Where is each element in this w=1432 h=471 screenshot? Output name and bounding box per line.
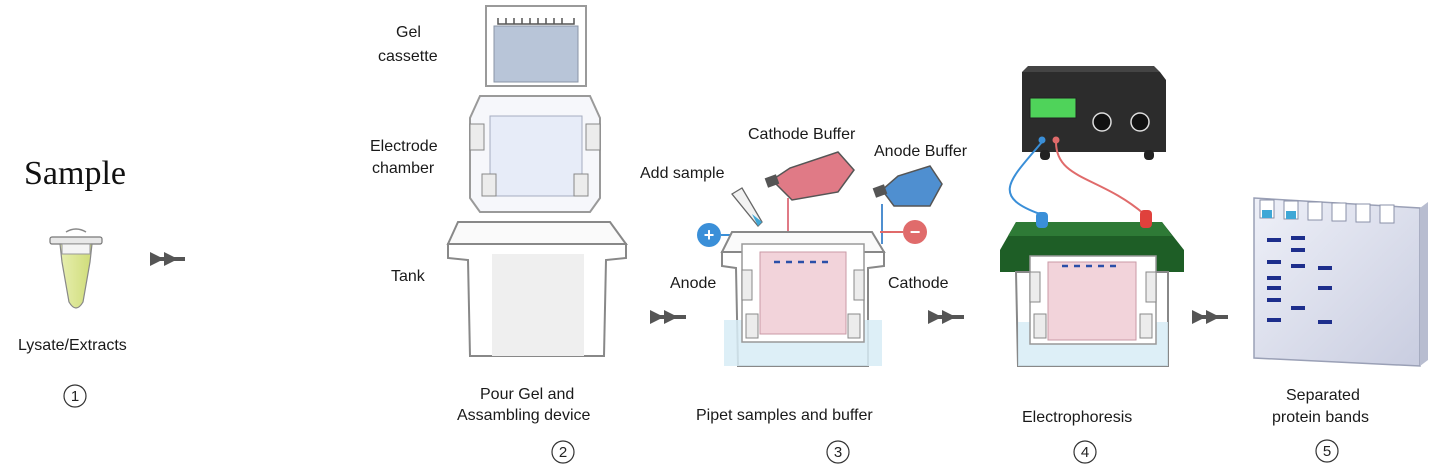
cathode-minus-terminal: −: [880, 220, 927, 244]
step4-caption: Electrophoresis: [1022, 409, 1132, 426]
anode-label: Anode: [670, 275, 716, 292]
chevron-arrow-icon: [1192, 310, 1228, 324]
electrode-chamber: [469, 95, 601, 213]
step2-caption-line2: Assambling device: [457, 407, 591, 424]
svg-text:+: +: [704, 225, 715, 245]
cathode-buffer-label: Cathode Buffer: [748, 126, 856, 143]
step1-caption: Lysate/Extracts: [18, 337, 127, 354]
pipette-tip-icon: [731, 187, 763, 227]
power-supply-icon: [1022, 66, 1166, 160]
step5-caption-line1: Separated: [1286, 387, 1360, 404]
gel-cassette-label-line2: cassette: [378, 48, 438, 65]
cathode-buffer-bottle-icon: [764, 151, 855, 240]
chevron-arrow-icon: [150, 252, 185, 266]
tank: [446, 221, 628, 357]
svg-text:3: 3: [834, 444, 842, 461]
anode-buffer-bottle-icon: [872, 165, 943, 244]
svg-text:5: 5: [1323, 443, 1331, 460]
step3-number-badge: 3: [826, 440, 850, 464]
separated-gel: [1253, 197, 1428, 367]
step3-caption: Pipet samples and buffer: [696, 407, 873, 424]
step2-caption-line1: Pour Gel and: [480, 386, 574, 403]
chevron-arrow-icon: [650, 310, 686, 324]
electrode-chamber-label-line1: Electrode: [370, 138, 438, 155]
blue-lead-wire: [1008, 141, 1043, 215]
anode-buffer-label: Anode Buffer: [874, 143, 968, 160]
chevron-arrow-icon: [928, 310, 964, 324]
gel-cassette: [485, 5, 587, 87]
cathode-label: Cathode: [888, 275, 949, 292]
gel-cassette-label-line1: Gel: [396, 24, 421, 41]
step5-caption-line2: protein bands: [1272, 409, 1369, 426]
electrode-chamber-label-line2: chamber: [372, 160, 435, 177]
svg-text:4: 4: [1081, 444, 1089, 461]
add-sample-label: Add sample: [640, 165, 725, 182]
microtube-icon: [49, 228, 103, 309]
electrophoresis-tank-with-lid: [1000, 210, 1184, 367]
tank-label: Tank: [391, 268, 426, 285]
step1-number-badge: 1: [63, 384, 87, 408]
red-lead-wire: [1055, 141, 1145, 215]
step2-number-badge: 2: [551, 440, 575, 464]
step5-number-badge: 5: [1315, 439, 1339, 463]
svg-text:2: 2: [559, 444, 567, 461]
step4-number-badge: 4: [1073, 440, 1097, 464]
assembled-tank-with-buffer: [720, 231, 886, 367]
svg-text:−: −: [910, 222, 921, 242]
svg-text:1: 1: [71, 388, 79, 405]
sample-title: Sample: [24, 155, 126, 192]
